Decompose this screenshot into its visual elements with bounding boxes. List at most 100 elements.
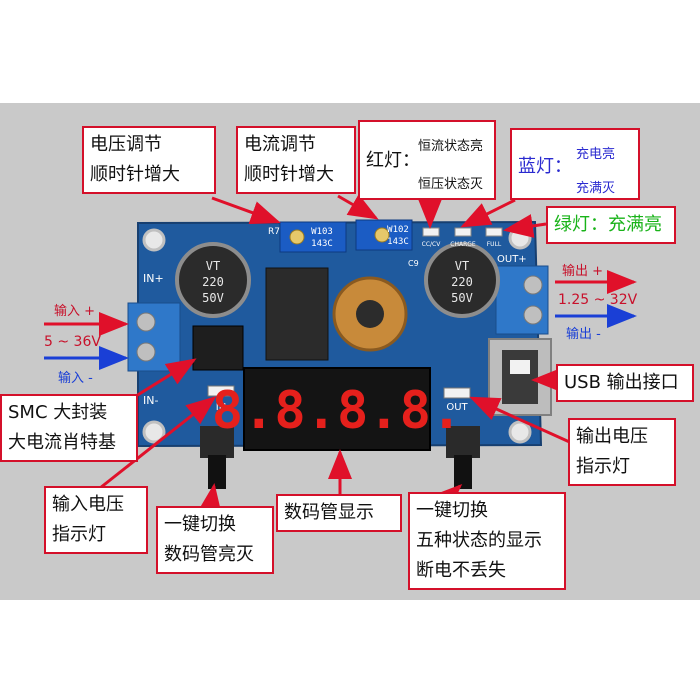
push-button-right-body [446,426,480,458]
blue-led-title: 蓝灯： [518,156,572,177]
label-usb-output: USB 输出接口 [556,364,694,402]
inductor-core [356,300,384,328]
label-line: 顺时针增大 [90,164,180,185]
blue-led-line1: 充电亮 [576,147,616,162]
regulator-ic [265,267,329,361]
silk-in: IN [216,402,226,413]
output-terminal-block [495,265,549,335]
push-button-right-stem [454,455,472,489]
label-line: 电压调节 [90,134,162,155]
silk-in-plus: IN+ [143,272,164,285]
label-line: SMC 大封装 [8,402,108,423]
silk-out: OUT [446,402,468,413]
text-output-range: 1.25 ~ 32V [558,292,638,308]
led-out-indicator [443,387,471,399]
schottky-diode [192,325,244,371]
label-line: 指示灯 [52,524,106,545]
display-digits: 8.8.8.8. [212,381,462,441]
led-full [485,227,503,237]
red-led-line1: 恒流状态亮 [418,139,484,154]
terminal-screw [523,275,543,295]
label-line: 绿灯：充满亮 [554,214,662,235]
text-output-plus: 输出 + [562,264,604,279]
cap-right-line3: 50V [451,291,473,305]
red-led-line2: 恒压状态灭 [418,177,484,192]
silk-in-minus: IN- [143,394,158,407]
text-input-plus: 输入 + [54,304,96,319]
label-output-indicator: 输出电压 指示灯 [568,418,676,486]
silk-c9: C9 [408,259,419,268]
label-smc-diode: SMC 大封装 大电流肖特基 [0,394,138,462]
label-voltage-adjust: 电压调节 顺时针增大 [82,126,216,194]
arrow-blue-led [460,198,516,228]
label-input-indicator: 输入电压 指示灯 [44,486,148,554]
silk-charge: CHARGE [450,241,476,248]
silk-out-plus: OUT+ [497,254,527,265]
cap-left-line1: VT [206,259,220,273]
silk-full: FULL [487,241,502,248]
mounting-hole [142,228,166,252]
label-line: 顺时针增大 [244,164,334,185]
usb-tongue [510,360,530,374]
capacitor-left [175,242,251,318]
terminal-screw [136,312,156,332]
label-line: USB 输出接口 [564,372,679,393]
red-led-title: 红灯： [366,150,420,171]
blue-led-line2: 充满灭 [576,181,616,196]
arrow-input-indicator [99,396,217,490]
arrow-current-adjust [337,194,379,220]
pot-screw [289,229,305,245]
terminal-screw [523,305,543,325]
cap-left-line2: 220 [202,275,224,289]
label-line: 一键切换 [164,514,236,535]
label-line: 大电流肖特基 [8,432,116,453]
label-line: 数码管亮灭 [164,544,254,565]
label-line: 输入电压 [52,494,124,515]
arrow-voltage-adjust [211,196,281,225]
label-line: 断电不丢失 [416,560,506,581]
silk-r7: R7 [268,227,280,237]
capacitor-right [424,242,500,318]
mounting-hole [142,420,166,444]
pot-right-line1: W102 [387,225,409,235]
led-cc-cv [422,227,440,237]
terminal-screw [136,342,156,362]
cap-right-line1: VT [455,259,469,273]
led-in-indicator [207,385,235,397]
cap-left-line3: 50V [202,291,224,305]
input-terminal-block [127,302,181,372]
text-input-minus: 输入 - [58,371,93,386]
text-output-minus: 输出 - [566,327,601,342]
label-toggle-display: 一键切换 数码管亮灭 [156,506,274,574]
label-line: 电流调节 [244,134,316,155]
label-green-led: 绿灯：充满亮 [546,206,676,244]
label-red-led: 红灯： 恒流状态亮 恒压状态灭 [358,120,496,200]
label-line: 一键切换 [416,500,488,521]
pot-left-line2: 143C [311,239,333,249]
push-button-left-body [200,426,234,458]
silk-cc-cv: CC/CV [422,241,442,248]
mounting-hole [508,226,532,250]
usb-port-cavity [502,350,538,404]
pot-left-line1: W103 [311,227,333,237]
arrow-output-indicator [469,396,575,446]
label-line: 五种状态的显示 [416,530,542,551]
arrow-smc [135,358,197,398]
pot-right-line2: 143C [387,237,409,247]
label-blue-led: 蓝灯： 充电亮 充满灭 [510,128,640,200]
cap-right-line2: 220 [451,275,473,289]
text-input-range: 5 ~ 36V [44,334,101,350]
label-digit-display: 数码管显示 [276,494,402,532]
label-line: 指示灯 [576,456,630,477]
mounting-hole [508,420,532,444]
label-current-adjust: 电流调节 顺时针增大 [236,126,356,194]
label-toggle-states: 一键切换 五种状态的显示 断电不丢失 [408,492,566,590]
pot-screw [374,227,390,243]
push-button-left-stem [208,455,226,489]
label-line: 输出电压 [576,426,648,447]
arrow-green-led [503,214,547,238]
label-line: 数码管显示 [284,502,374,523]
led-charge [454,227,472,237]
